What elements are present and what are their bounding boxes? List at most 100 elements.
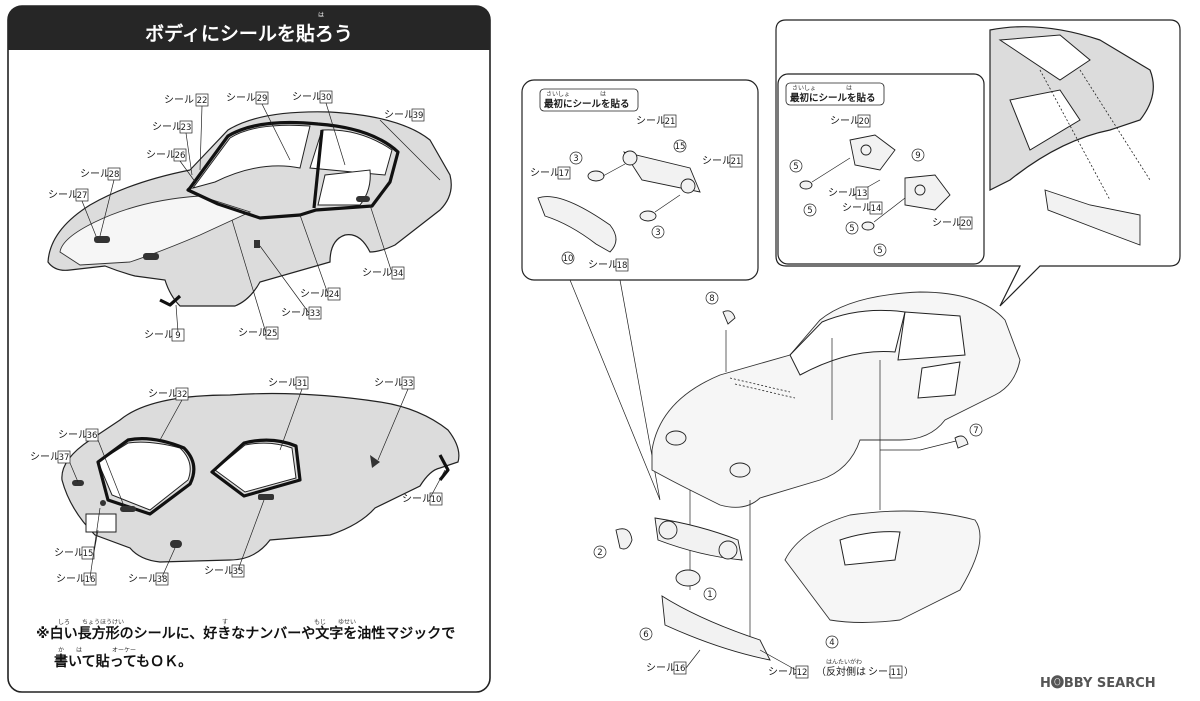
svg-text:34: 34 — [393, 269, 404, 279]
part-number: 1 — [703, 587, 717, 601]
svg-text:シール: シール — [148, 389, 178, 400]
svg-text:10: 10 — [431, 495, 442, 505]
svg-text:シール: シール — [146, 150, 176, 161]
svg-text:す: す — [222, 619, 228, 626]
svg-text:18: 18 — [617, 261, 628, 271]
svg-text:シール: シール — [58, 430, 88, 441]
svg-text:シール: シール — [80, 169, 110, 180]
opposite-side-note: （反対側はシール — [816, 665, 898, 678]
svg-text:さいしょ は: さいしょ は — [546, 91, 606, 98]
part-number: 4 — [825, 635, 839, 649]
part-number: 15 — [673, 139, 687, 153]
svg-text:シール: シール — [164, 95, 194, 106]
svg-text:しろ ちょうほうけい: しろ ちょうほうけい — [58, 619, 124, 626]
part-number: 6 — [639, 627, 653, 641]
svg-text:シール: シール — [842, 203, 872, 214]
svg-text:37: 37 — [59, 453, 70, 463]
svg-text:1: 1 — [707, 590, 712, 600]
svg-text:5: 5 — [807, 206, 812, 216]
svg-text:）: ） — [904, 666, 914, 678]
svg-text:26: 26 — [175, 151, 186, 161]
svg-text:シール: シール — [384, 110, 414, 121]
svg-text:7: 7 — [973, 426, 978, 436]
svg-text:シール: シール — [374, 378, 404, 389]
svg-text:33: 33 — [403, 379, 414, 389]
svg-text:シール: シール — [362, 268, 392, 279]
svg-text:9: 9 — [175, 331, 180, 341]
svg-text:21: 21 — [665, 117, 676, 127]
sticker-panel: は ボディにシールを貼ろう — [7, 5, 491, 693]
svg-text:5: 5 — [849, 224, 854, 234]
svg-text:9: 9 — [915, 151, 920, 161]
part-number: 7 — [969, 423, 983, 437]
svg-text:11: 11 — [891, 668, 902, 678]
svg-text:39: 39 — [413, 111, 424, 121]
callout-left-heading: 最初にシールを貼る — [544, 98, 630, 110]
svg-text:5: 5 — [877, 246, 882, 256]
svg-text:シール: シール — [830, 116, 860, 127]
part-number: 5 — [789, 159, 803, 173]
svg-text:シール: シール — [702, 156, 732, 167]
svg-text:6: 6 — [643, 630, 648, 640]
car-bottom-view — [61, 392, 460, 563]
svg-text:30: 30 — [321, 93, 332, 103]
callout-right-heading: 最初にシールを貼る — [790, 92, 876, 104]
svg-text:27: 27 — [77, 191, 88, 201]
part-number: 9 — [911, 148, 925, 162]
svg-text:33: 33 — [310, 309, 321, 319]
svg-text:17: 17 — [559, 169, 570, 179]
svg-text:シール: シール — [128, 574, 158, 585]
car-top-view — [47, 111, 452, 307]
svg-text:35: 35 — [233, 567, 244, 577]
svg-text:シール: シール — [932, 218, 962, 229]
svg-text:シール: シール — [300, 289, 330, 300]
panel-title-furigana: は — [318, 12, 324, 19]
svg-text:20: 20 — [859, 117, 870, 127]
svg-text:シール: シール — [238, 328, 268, 339]
svg-text:シール: シール — [48, 190, 78, 201]
svg-text:シール: シール — [30, 452, 60, 463]
svg-text:シール: シール — [152, 122, 182, 133]
svg-text:23: 23 — [181, 123, 192, 133]
svg-text:シール: シール — [54, 548, 84, 559]
watermark: H🅞BBY SEARCH — [1040, 675, 1156, 691]
part-number: 3 — [569, 151, 583, 165]
part-number: 5 — [845, 221, 859, 235]
svg-text:15: 15 — [83, 549, 94, 559]
svg-text:31: 31 — [297, 379, 308, 389]
svg-text:シール: シール — [402, 494, 432, 505]
svg-text:シール: シール — [636, 116, 666, 127]
svg-text:25: 25 — [267, 329, 278, 339]
svg-text:5: 5 — [793, 162, 798, 172]
svg-text:シール: シール — [588, 260, 618, 271]
svg-text:36: 36 — [87, 431, 98, 441]
part-number: 10 — [561, 251, 575, 265]
svg-text:12: 12 — [797, 668, 808, 678]
